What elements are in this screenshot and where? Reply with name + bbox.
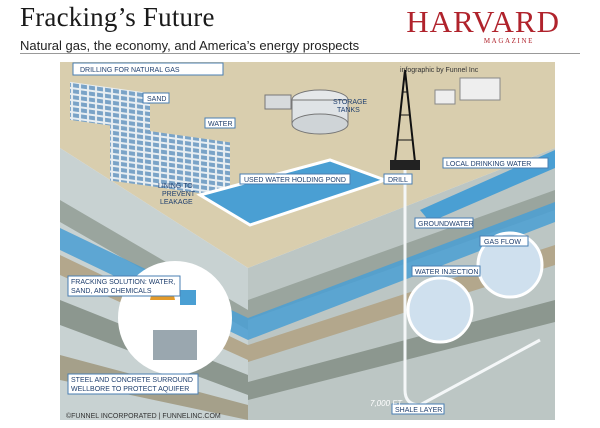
brand-logo-sub: MAGAZINE [483,37,534,45]
water-crates [110,125,230,198]
label-steel: STEEL AND CONCRETE SURROUND WELLBORE TO P… [67,373,199,395]
svg-text:WELLBORE TO PROTECT AQUIFER: WELLBORE TO PROTECT AQUIFER [71,386,189,393]
gas-flow-zoom [476,231,544,299]
svg-text:LOCAL DRINKING WATER: LOCAL DRINKING WATER [446,161,531,168]
buildings [434,77,501,105]
sand-crates [70,81,150,132]
page-subtitle: Natural gas, the economy, and America’s … [20,38,360,53]
depth-label: 7,000 FT [370,399,403,408]
svg-text:GROUNDWATER: GROUNDWATER [418,221,474,228]
label-water: WATER [204,117,236,129]
brand-logo[interactable]: HARVARD [406,4,560,39]
label-groundwater: GROUNDWATER [414,217,474,229]
svg-text:FRACKING SOLUTION: WATER,: FRACKING SOLUTION: WATER, [71,279,175,286]
label-sand: SAND [142,92,170,104]
svg-text:SHALE LAYER: SHALE LAYER [395,407,442,414]
header-rule [20,53,580,54]
svg-text:GAS FLOW: GAS FLOW [484,239,521,246]
svg-text:USED WATER HOLDING POND: USED WATER HOLDING POND [244,177,346,184]
svg-text:SAND, AND CHEMICALS: SAND, AND CHEMICALS [71,288,152,295]
footer-credit: ©FUNNEL INCORPORATED | FUNNELINC.COM [66,412,221,420]
svg-text:SAND: SAND [147,96,166,103]
svg-text:WATER INJECTION: WATER INJECTION [415,269,478,276]
svg-text:LINING TO: LINING TO [158,183,193,190]
page-title: Fracking’s Future [20,2,215,32]
storage-tanks [264,89,349,135]
drill-rig [390,69,420,170]
svg-text:STEEL AND CONCRETE SURROUND: STEEL AND CONCRETE SURROUND [71,377,193,384]
label-drill: DRILL [383,173,413,185]
label-fracking: FRACKING SOLUTION: WATER, SAND, AND CHEMI… [67,275,181,297]
label-heading: DRILLING FOR NATURAL GAS [72,62,224,76]
svg-text:TANKS: TANKS [337,107,360,114]
water-injection-zoom [406,276,474,344]
svg-text:LEAKAGE: LEAKAGE [160,199,193,206]
right-cross-section [248,148,555,420]
label-shale: SHALE LAYER [391,403,445,415]
svg-text:STORAGE: STORAGE [333,99,367,106]
heading-text: DRILLING FOR NATURAL GAS [80,67,180,74]
label-water-injection: WATER INJECTION [411,265,481,277]
label-pond: USED WATER HOLDING POND [239,173,351,185]
label-gas-flow: GAS FLOW [479,235,529,247]
credit-text: infographic by Funnel Inc [400,67,479,74]
label-local-water: LOCAL DRINKING WATER [442,157,549,169]
svg-text:PREVENT: PREVENT [162,191,196,198]
svg-text:WATER: WATER [208,121,233,128]
svg-text:DRILL: DRILL [388,177,408,184]
